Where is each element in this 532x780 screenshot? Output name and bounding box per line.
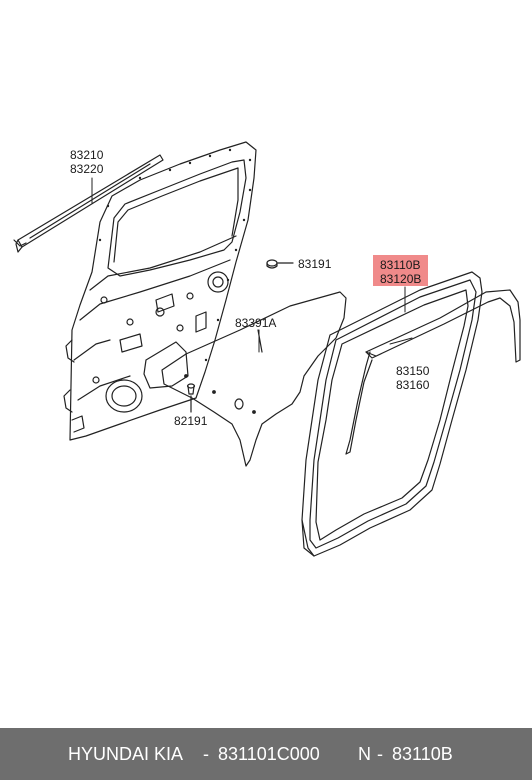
label-83210: 83210 (70, 148, 104, 162)
clip-83191-part (266, 259, 294, 269)
frame-rivets (98, 148, 252, 362)
label-83160: 83160 (396, 378, 430, 392)
door-weatherstrip (301, 271, 483, 557)
door-inner-panel (63, 141, 257, 441)
footer-separator-1: - (203, 744, 209, 764)
label-82191: 82191 (174, 414, 208, 428)
label-83110b: 83110B (380, 258, 421, 272)
footer-code-prefix: N (358, 744, 371, 764)
label-83150: 83150 (396, 364, 430, 378)
footer-separator-2: - (377, 744, 383, 764)
clip-82191-part (186, 383, 196, 413)
diagram-drawing (13, 141, 521, 557)
footer-brand: HYUNDAI KIA (68, 744, 184, 764)
sealing-film (161, 291, 347, 467)
label-83391a: 83391A (235, 316, 277, 330)
footer-part-number: 831101C000 (218, 744, 320, 764)
leader-lines (91, 177, 413, 353)
parts-diagram: 83210 83220 83191 83391A 82191 83110B 83… (13, 141, 521, 557)
label-83220: 83220 (70, 162, 104, 176)
belt-moulding-strip (13, 154, 164, 253)
glass-run-channel (345, 289, 521, 455)
footer-code: 83110B (392, 744, 453, 764)
label-83191: 83191 (298, 257, 332, 271)
highlight-box (373, 255, 428, 286)
part-info-footer: HYUNDAI KIA - 831101C000 N - 83110B (0, 728, 532, 780)
label-83120b: 83120B (380, 272, 422, 286)
